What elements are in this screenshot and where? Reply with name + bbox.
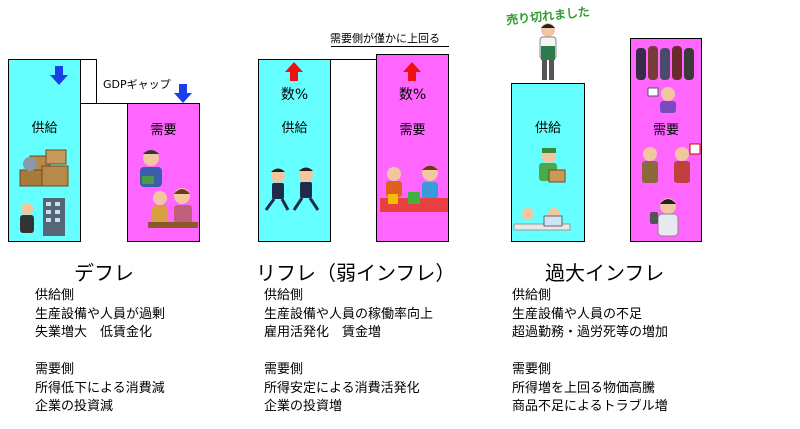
gap-bracket (96, 59, 97, 103)
shopping-family-illustration (380, 165, 448, 212)
phone-complaint-illustration (650, 198, 679, 237)
text-line: 所得安定による消費活発化 (264, 380, 420, 396)
unemployed-person-illustration (20, 203, 34, 233)
text-line: 生産設備や人員が過剰 (35, 306, 166, 322)
text-line: 企業の投資減 (35, 399, 114, 414)
text-line: 生産設備や人員の不足 (512, 306, 643, 322)
apologizing-clerk-illustration (539, 23, 557, 80)
arrow-up-icon (403, 62, 421, 81)
arrow-down-icon (174, 84, 192, 103)
supply-percent-label: 数% (280, 87, 309, 103)
arguing-people-illustration (642, 143, 701, 183)
reflation-supply-label: 供給 (281, 121, 308, 136)
text-line: 供給側 (512, 288, 552, 303)
reflation-demand-label: 需要 (399, 123, 426, 138)
exceed-line (331, 59, 376, 60)
text-line (35, 343, 165, 362)
text-line: 生産設備や人員の稼働率向上 (264, 306, 434, 322)
reflation-title: リフレ（弱インフレ） (256, 261, 456, 285)
gap-line-top (81, 59, 97, 60)
running-workers-illustration (264, 167, 320, 211)
excess-supply-label: 供給 (534, 121, 561, 136)
demand-exceeds-label: 需要側が僅かに上回る (330, 32, 440, 45)
arrow-up-icon (285, 62, 303, 81)
text-line (512, 343, 668, 362)
text-line: 所得低下による消費減 (35, 380, 165, 396)
excess-inflation-description: 供給側 生産設備や人員の不足 超過勤務・過労死等の増加 需要側 所得増を上回る物… (512, 287, 668, 417)
text-line: 供給側 (35, 288, 75, 303)
text-line: 需要側 (512, 362, 552, 377)
text-line: 失業増大 低賃金化 (35, 325, 153, 340)
text-line: 供給側 (264, 288, 304, 303)
deflation-supply-label: 供給 (31, 121, 58, 136)
gap-line-bottom (81, 103, 127, 104)
deflation-description: 供給側 生産設備や人員が過剰 失業増大 低賃金化 需要側 所得低下による消費減 … (35, 287, 165, 417)
stacked-boxes-illustration (19, 149, 69, 187)
exceed-line-top (331, 46, 449, 47)
text-line: 雇用活発化 賃金増 (264, 325, 382, 340)
reflation-supply-bar (258, 59, 331, 242)
text-line: 需要側 (264, 362, 304, 377)
arrow-down-icon (50, 66, 68, 85)
gdp-gap-label: GDPギャップ (103, 78, 171, 91)
excess-demand-label: 需要 (652, 123, 679, 138)
text-line: 所得増を上回る物価高騰 (512, 380, 656, 396)
reflation-description: 供給側 生産設備や人員の稼働率向上 雇用活発化 賃金増 需要側 所得安定による消… (264, 287, 433, 417)
price-tag-person-illustration (647, 87, 676, 113)
text-line (264, 343, 433, 362)
overworked-delivery-illustration (539, 148, 566, 183)
worried-man-illustration (140, 150, 162, 187)
text-line: 企業の投資増 (264, 399, 343, 414)
text-line: 超過勤務・過労死等の増加 (512, 325, 669, 340)
family-table-illustration (148, 188, 198, 228)
office-building-illustration (43, 198, 65, 236)
text-line: 商品不足によるトラブル増 (512, 399, 668, 414)
crowd-queue-illustration (636, 46, 694, 80)
deflation-demand-label: 需要 (150, 123, 177, 138)
text-line: 需要側 (35, 362, 75, 377)
excess-inflation-title: 過大インフレ (545, 261, 665, 285)
demand-percent-label: 数% (398, 87, 427, 103)
office-workers-illustration (513, 208, 571, 231)
deflation-title: デフレ (74, 261, 134, 285)
